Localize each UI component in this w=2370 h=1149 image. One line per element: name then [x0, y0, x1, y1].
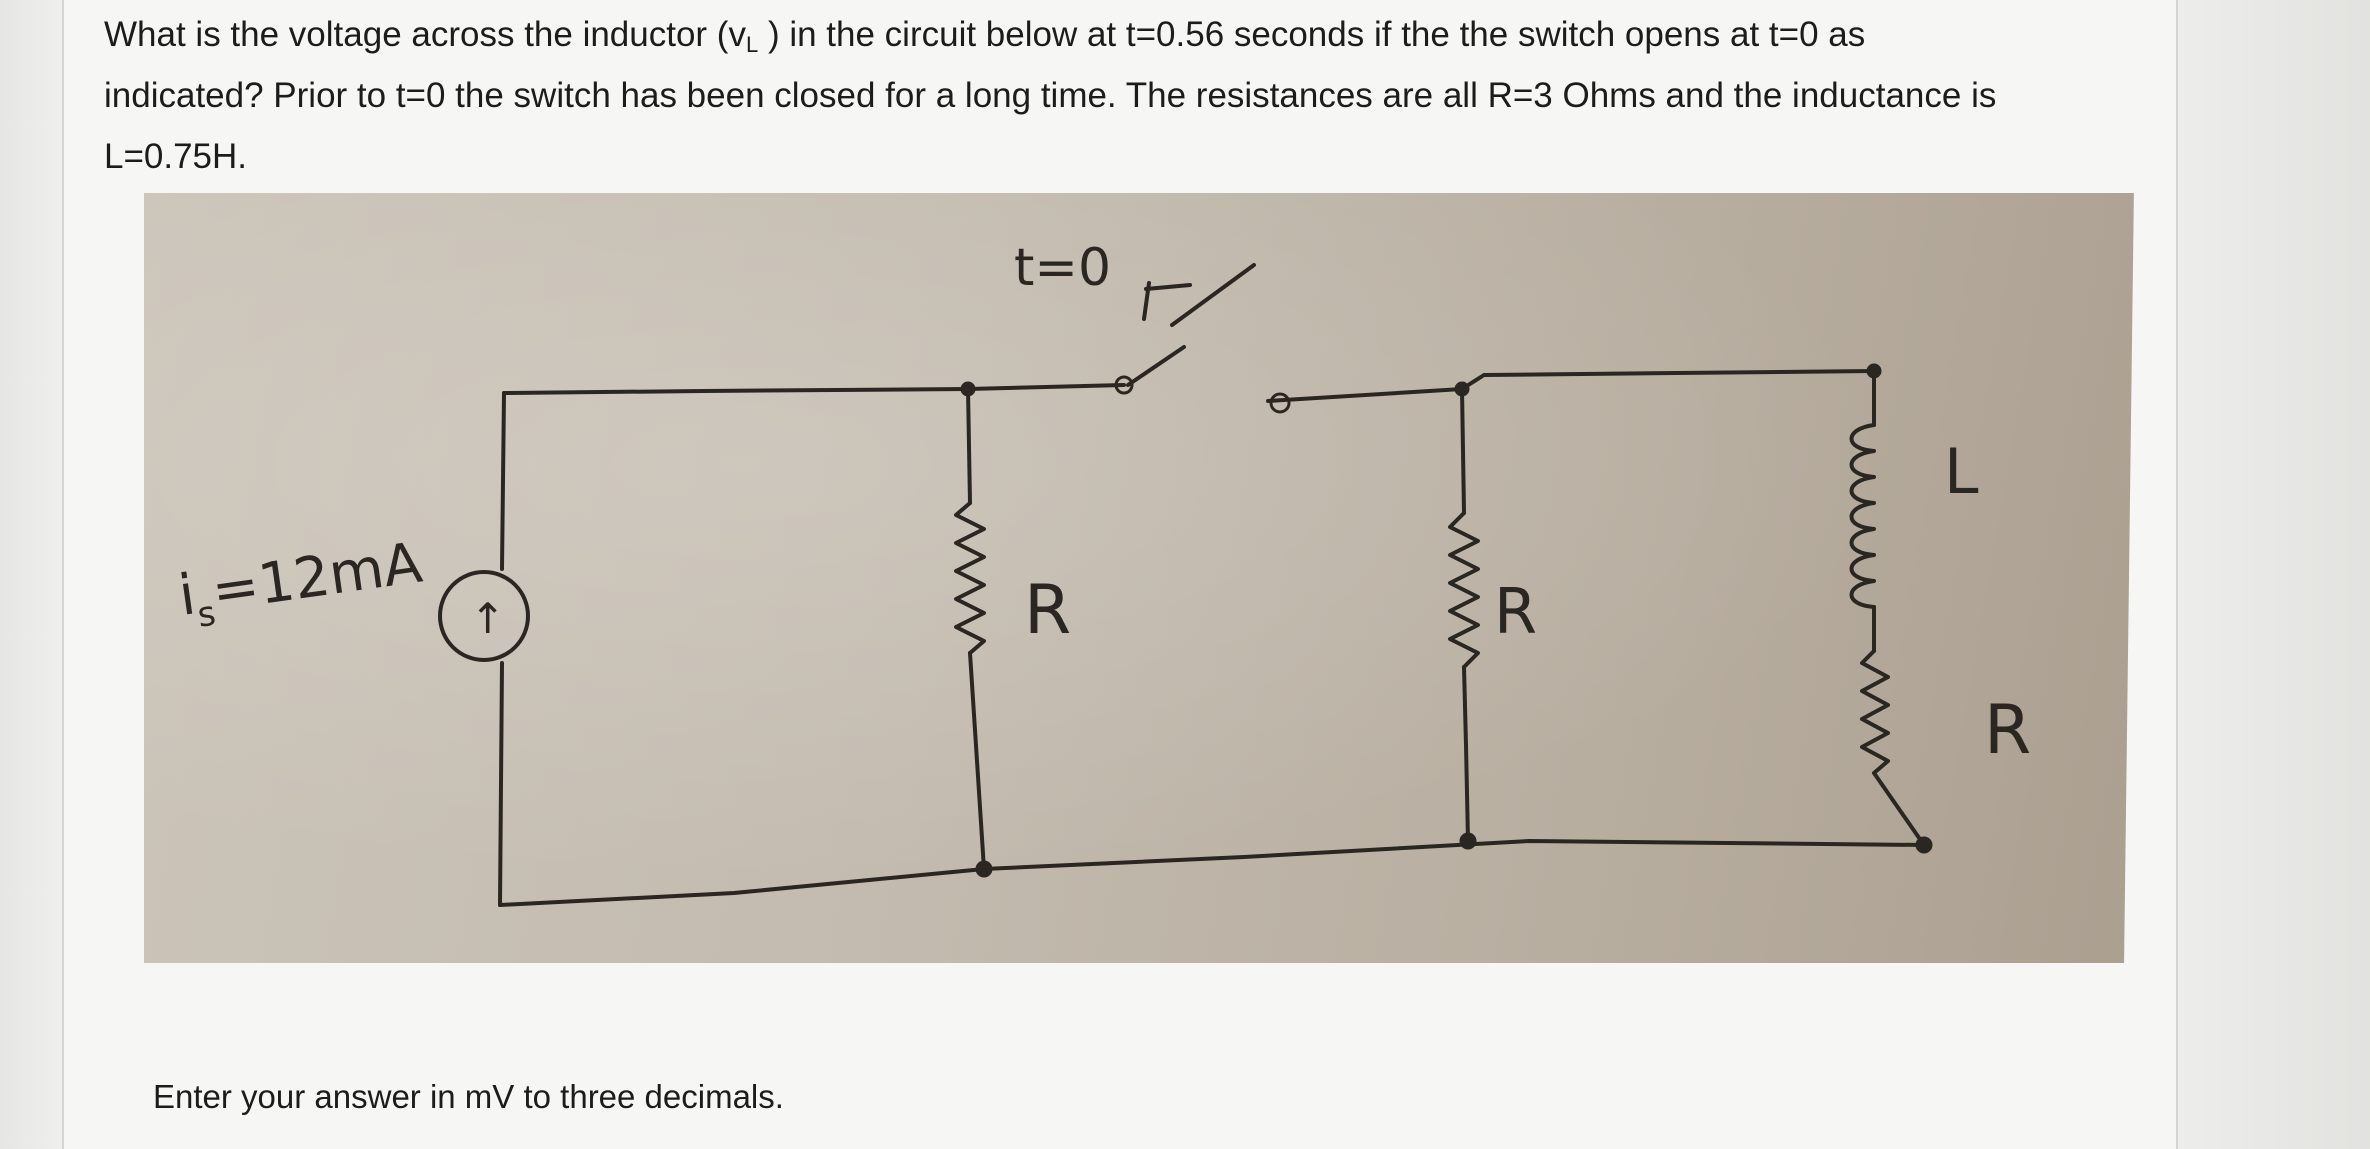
node-dot-4	[1459, 832, 1477, 850]
question-line-1-part-b: ) in the circuit below at t=0.56 seconds…	[758, 15, 1866, 54]
switch-terminal-right	[1269, 392, 1291, 414]
wire-bottom	[498, 839, 1926, 907]
question-text: What is the voltage across the inductor …	[104, 4, 2144, 248]
node-dot-6	[1915, 836, 1933, 854]
source-label-subscript: s	[195, 594, 218, 636]
circuit-diagram: t=0 is=12mA ↑ R R L R	[175, 238, 2031, 907]
wire-left-vertical	[498, 391, 506, 907]
resistor-1-zigzag	[954, 501, 986, 655]
answer-prompt: Enter your answer in mV to three decimal…	[153, 1078, 784, 1115]
left-background	[0, 0, 62, 1149]
wire-r1-top	[966, 387, 972, 505]
wire-switch-to-r2	[1266, 387, 1464, 403]
wire-top-right	[1460, 369, 1876, 391]
switch-arrow	[1142, 263, 1256, 327]
wire-r2-top	[1460, 387, 1466, 515]
circuit-photo	[144, 193, 2134, 963]
source-arrow: ↑	[470, 594, 505, 643]
current-source-circle	[438, 570, 530, 662]
switch-label: t=0	[1014, 238, 1111, 298]
circuit-photo-shading	[144, 193, 2134, 963]
node-dot-3	[1454, 381, 1470, 397]
resistor-2-zigzag	[1448, 511, 1480, 669]
source-label: is=12mA	[175, 530, 427, 637]
r-label-2: R	[1494, 575, 1537, 648]
node-dot-5	[1866, 363, 1882, 379]
question-line-3: L=0.75H.	[104, 137, 248, 176]
wire-r2-bottom	[1462, 665, 1470, 843]
l-label: L	[1944, 435, 1979, 508]
wire-r3-bottom	[1872, 771, 1926, 847]
switch-blade	[1126, 345, 1186, 387]
question-line-1-part-a: What is the voltage across the inductor …	[104, 15, 746, 54]
right-background	[2178, 0, 2370, 1149]
node-dot-2	[975, 860, 993, 878]
r-label-3: R	[1984, 691, 2031, 770]
wire-r1-bottom	[968, 651, 986, 871]
question-line-1: What is the voltage across the inductor …	[104, 4, 1865, 75]
switch-terminal-left	[1114, 375, 1134, 395]
wire-top-left	[502, 387, 970, 395]
wire-to-switch	[966, 383, 1126, 391]
node-dot-1	[960, 381, 976, 397]
source-label-value: =12mA	[208, 530, 426, 624]
question-line-1-subscript: L	[745, 32, 759, 57]
resistor-3-zigzag	[1860, 649, 1890, 775]
question-line-2: indicated? Prior to t=0 the switch has b…	[104, 76, 1997, 115]
inductor-coil	[1849, 423, 1876, 609]
r-label-1: R	[1024, 571, 1071, 650]
